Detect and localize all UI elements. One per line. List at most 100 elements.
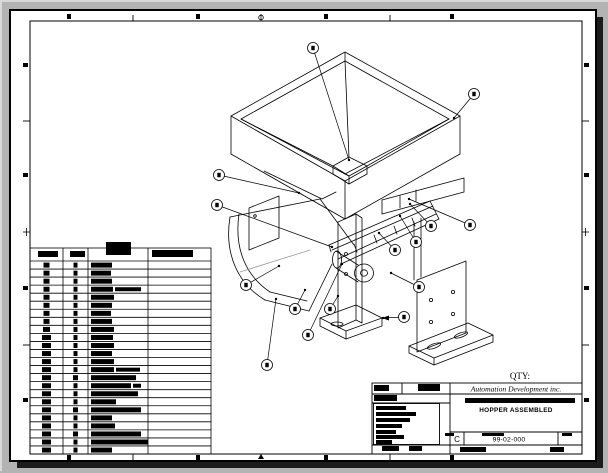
item-no-redacted <box>44 279 50 284</box>
qty-redacted <box>73 407 78 412</box>
qty-redacted <box>74 303 78 308</box>
leader-end-dot <box>409 203 411 205</box>
qty-redacted <box>74 343 78 348</box>
leader-end-dot <box>348 159 350 161</box>
item-no-redacted <box>42 367 51 372</box>
qty-label: QTY: <box>510 371 530 381</box>
balloon <box>303 330 314 341</box>
title-block-field-redacted <box>376 430 396 434</box>
zone-number-mark <box>324 455 328 460</box>
balloon-item-number <box>429 224 432 228</box>
part-no-redacted <box>91 343 114 348</box>
part-no-redacted <box>91 415 112 420</box>
qty-redacted <box>74 423 78 428</box>
balloon-item-number <box>311 46 314 50</box>
part-no-redacted <box>91 440 148 445</box>
item-no-redacted <box>42 375 51 380</box>
part-no-redacted <box>91 383 131 388</box>
title-block-field-redacted <box>382 446 399 451</box>
zone-letter-mark <box>23 63 28 67</box>
part-no-redacted <box>91 303 112 308</box>
item-no-redacted <box>44 295 50 300</box>
zone-number-mark <box>324 14 328 19</box>
zone-letter-mark <box>23 173 28 177</box>
part-no-redacted <box>91 279 112 284</box>
drawing-title: HOPPER ASSEMBLED <box>479 407 553 414</box>
qty-redacted <box>74 440 78 445</box>
title-block-field-redacted <box>376 424 402 428</box>
part-no-redacted <box>91 431 141 436</box>
balloon-item-number <box>402 315 405 319</box>
title-block-field-redacted <box>550 447 564 452</box>
drawing-number: 99-02-000 <box>493 437 526 444</box>
balloon <box>411 237 422 248</box>
title-block-field-redacted <box>374 385 389 391</box>
zone-letter-mark <box>584 398 589 402</box>
leader-end-dot <box>390 272 392 274</box>
zone-number-mark <box>196 455 200 460</box>
leader-end-dot <box>304 289 306 291</box>
sheet-shadow-bottom <box>17 461 603 468</box>
item-no-redacted <box>42 407 51 412</box>
qty-redacted <box>74 359 78 364</box>
title-block-field-redacted <box>376 412 416 416</box>
leader-end-dot <box>275 298 277 300</box>
balloon <box>290 304 301 315</box>
part-no-redacted <box>91 295 114 300</box>
balloon <box>414 282 425 293</box>
table-header-redacted <box>152 250 193 257</box>
description-redacted <box>116 368 140 372</box>
title-block-field-redacted <box>376 406 406 410</box>
part-no-redacted <box>91 399 116 404</box>
item-no-redacted <box>42 423 51 428</box>
title-block-field-redacted <box>562 433 572 436</box>
table-header-redacted <box>38 251 58 257</box>
qty-redacted <box>74 279 78 284</box>
part-no-redacted <box>91 391 138 396</box>
part-no-redacted <box>91 271 111 276</box>
qty-redacted <box>74 319 78 324</box>
item-no-redacted <box>42 351 51 356</box>
balloon-item-number <box>417 285 420 289</box>
item-no-redacted <box>42 391 51 396</box>
balloon <box>390 245 401 256</box>
balloon <box>308 43 319 54</box>
qty-redacted <box>74 271 78 276</box>
part-no-redacted <box>91 287 113 292</box>
item-no-redacted <box>44 287 50 292</box>
item-no-redacted <box>42 440 51 445</box>
qty-redacted <box>74 415 78 420</box>
item-no-redacted <box>42 399 51 404</box>
item-no-redacted <box>44 303 50 308</box>
table-header-redacted <box>70 251 85 257</box>
part-no-redacted <box>91 311 111 316</box>
item-no-redacted <box>44 319 50 324</box>
balloon <box>426 221 437 232</box>
leader-end-dot <box>382 317 384 319</box>
balloon-item-number <box>328 307 331 311</box>
description-redacted <box>115 287 141 291</box>
balloon <box>465 220 476 231</box>
item-no-redacted <box>44 263 50 268</box>
qty-redacted <box>74 295 78 300</box>
balloon-item-number <box>468 223 471 227</box>
balloon-item-number <box>265 363 268 367</box>
part-no-redacted <box>91 367 114 372</box>
sheet-shadow-right <box>596 17 603 468</box>
leader-end-dot <box>378 232 380 234</box>
balloon <box>212 200 223 211</box>
zone-letter-mark <box>584 173 589 177</box>
balloon-item-number <box>306 333 309 337</box>
item-no-redacted <box>42 383 51 388</box>
zone-number-mark <box>450 14 454 19</box>
balloon-item-number <box>414 240 417 244</box>
title-block-field-redacted <box>374 395 397 401</box>
balloon-item-number <box>215 203 218 207</box>
zone-number-mark <box>67 14 71 19</box>
balloon <box>399 312 410 323</box>
zone-letter-mark <box>23 286 28 290</box>
item-no-redacted <box>42 335 51 340</box>
part-no-redacted <box>91 263 112 268</box>
qty-redacted <box>74 311 78 316</box>
item-no-redacted <box>42 431 51 436</box>
